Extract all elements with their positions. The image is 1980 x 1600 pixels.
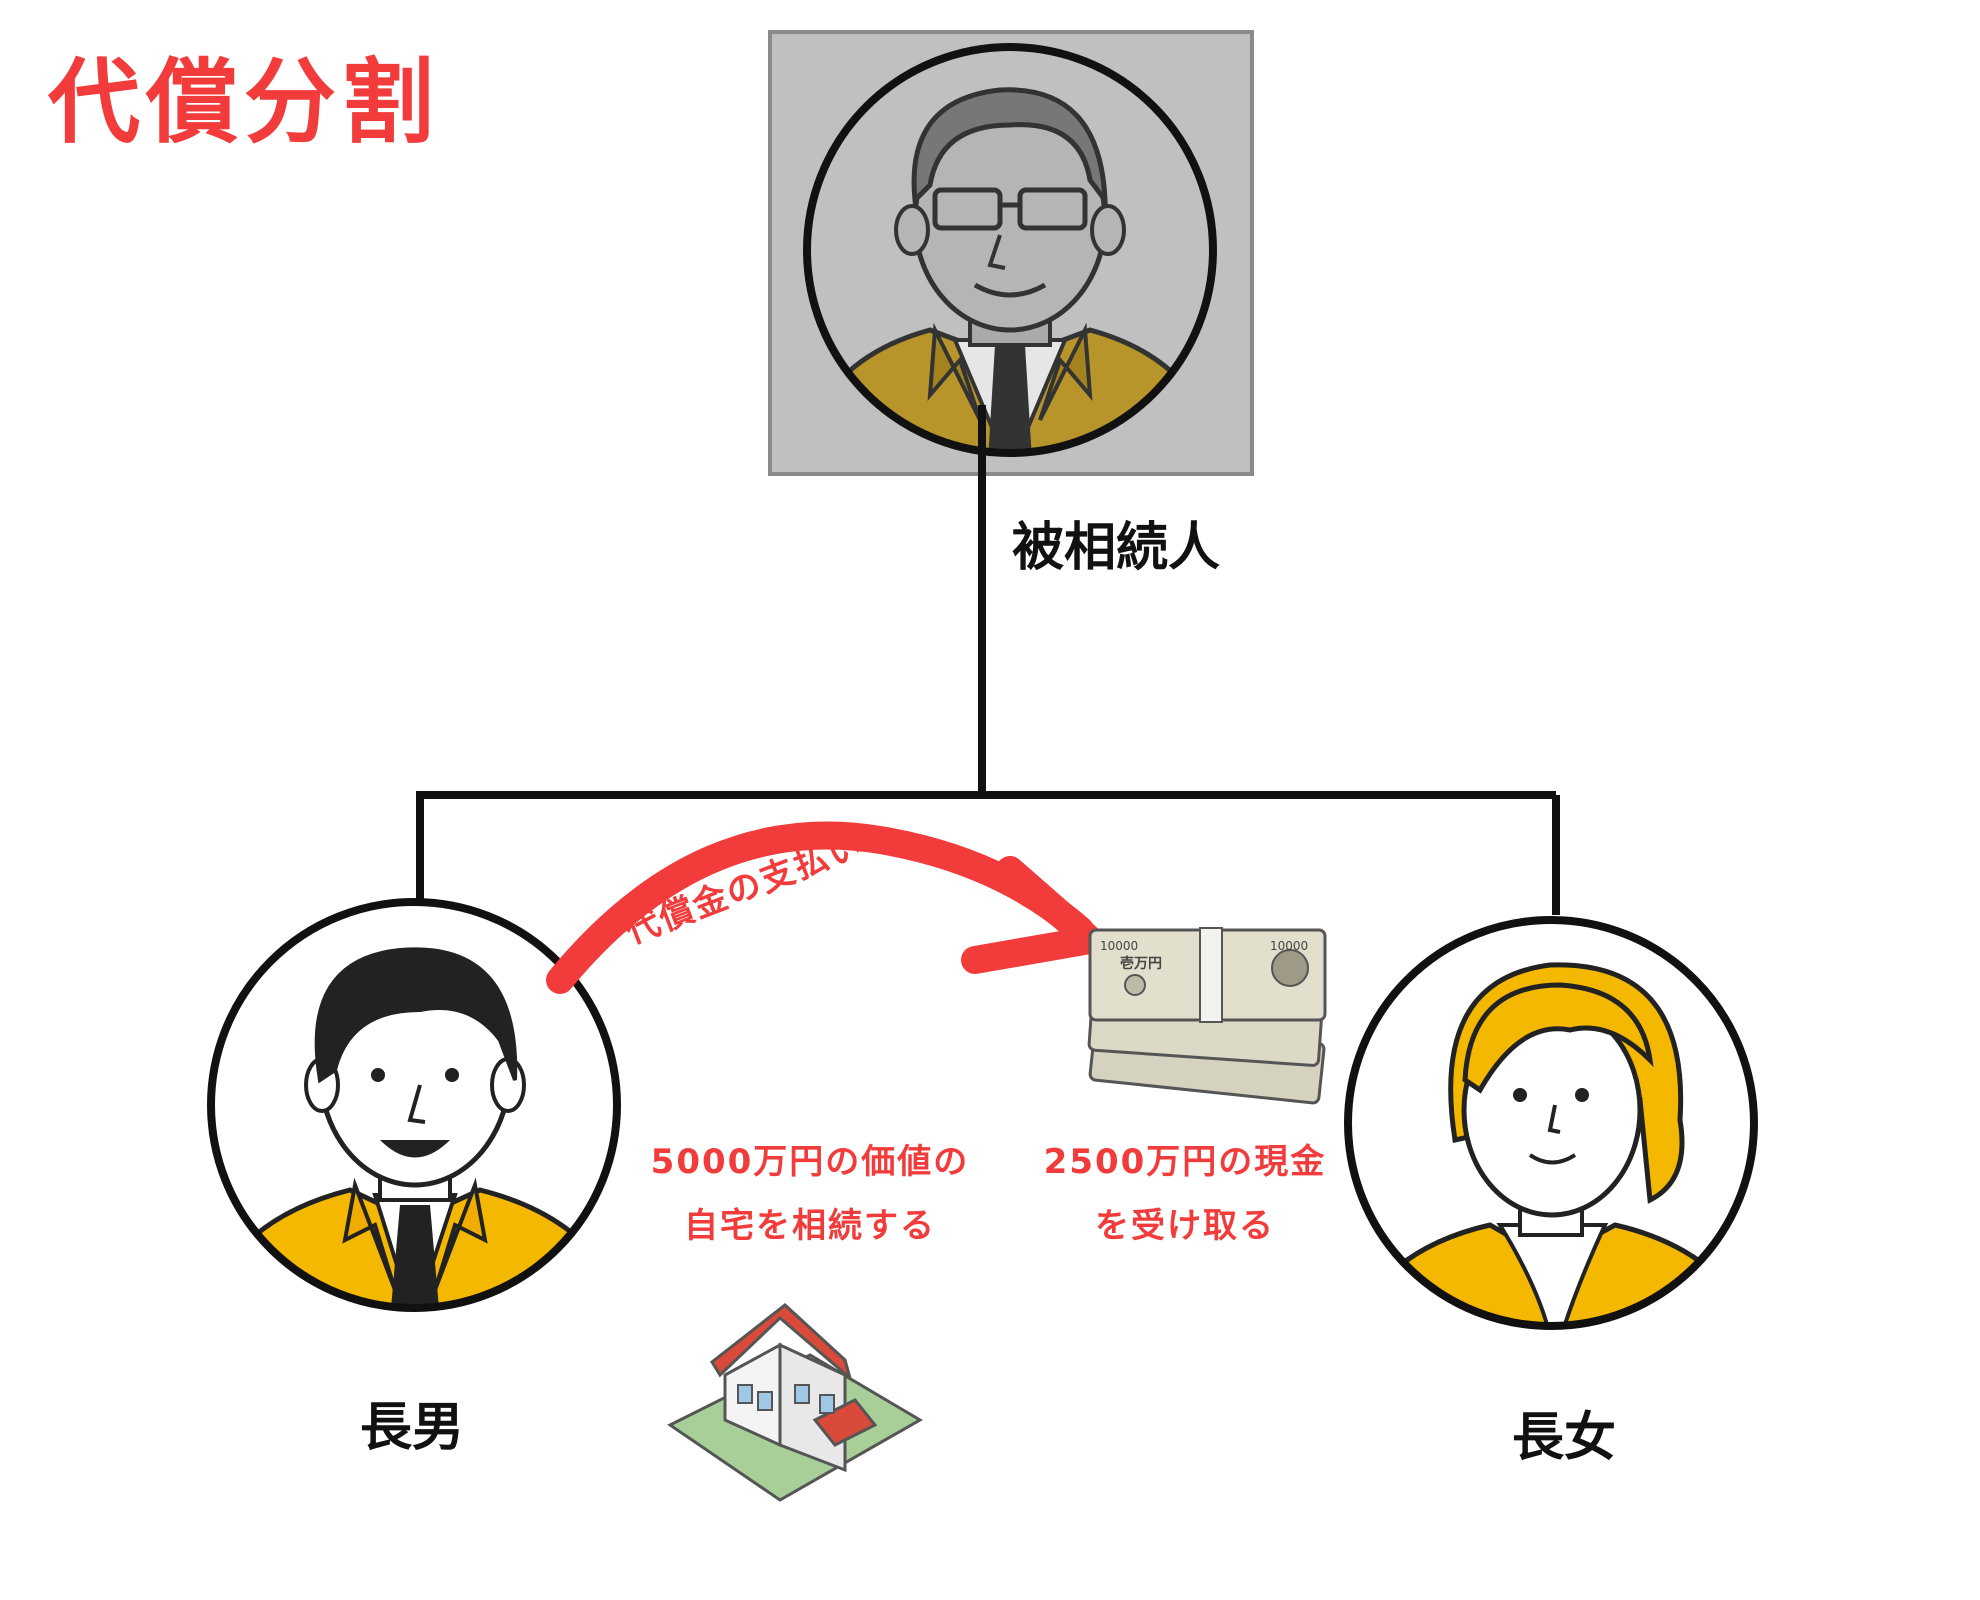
woman-avatar — [1344, 916, 1758, 1330]
money-denomination-left: 10000 — [1100, 939, 1138, 953]
money-stack-icon: 10000 10000 壱万円 — [1087, 927, 1327, 1105]
diagram-title: 代償分割 — [48, 49, 441, 156]
elder-man-avatar — [803, 43, 1217, 457]
deceased-label: 被相続人 — [1012, 518, 1221, 578]
money-bill-text: 壱万円 — [1120, 955, 1162, 972]
house-icon — [667, 1303, 923, 1502]
eldest-daughter-label: 長女 — [1512, 1408, 1617, 1468]
eldest-son-label: 長男 — [360, 1398, 465, 1458]
eldest-son-note-line2: 自宅を相続する — [684, 1206, 936, 1246]
eldest-daughter-note-line1: 2500万円の現金 — [1043, 1142, 1327, 1182]
eldest-son-note: 5000万円の価値の 自宅を相続する — [615, 1130, 1005, 1258]
eldest-daughter-note: 2500万円の現金 を受け取る — [1025, 1130, 1345, 1258]
eldest-daughter-note-line2: を受け取る — [1095, 1206, 1275, 1246]
money-denomination-right: 10000 — [1270, 939, 1308, 953]
young-man-avatar — [207, 898, 621, 1312]
eldest-son-note-line1: 5000万円の価値の — [650, 1142, 970, 1182]
tree-connector-lines — [416, 405, 1560, 915]
